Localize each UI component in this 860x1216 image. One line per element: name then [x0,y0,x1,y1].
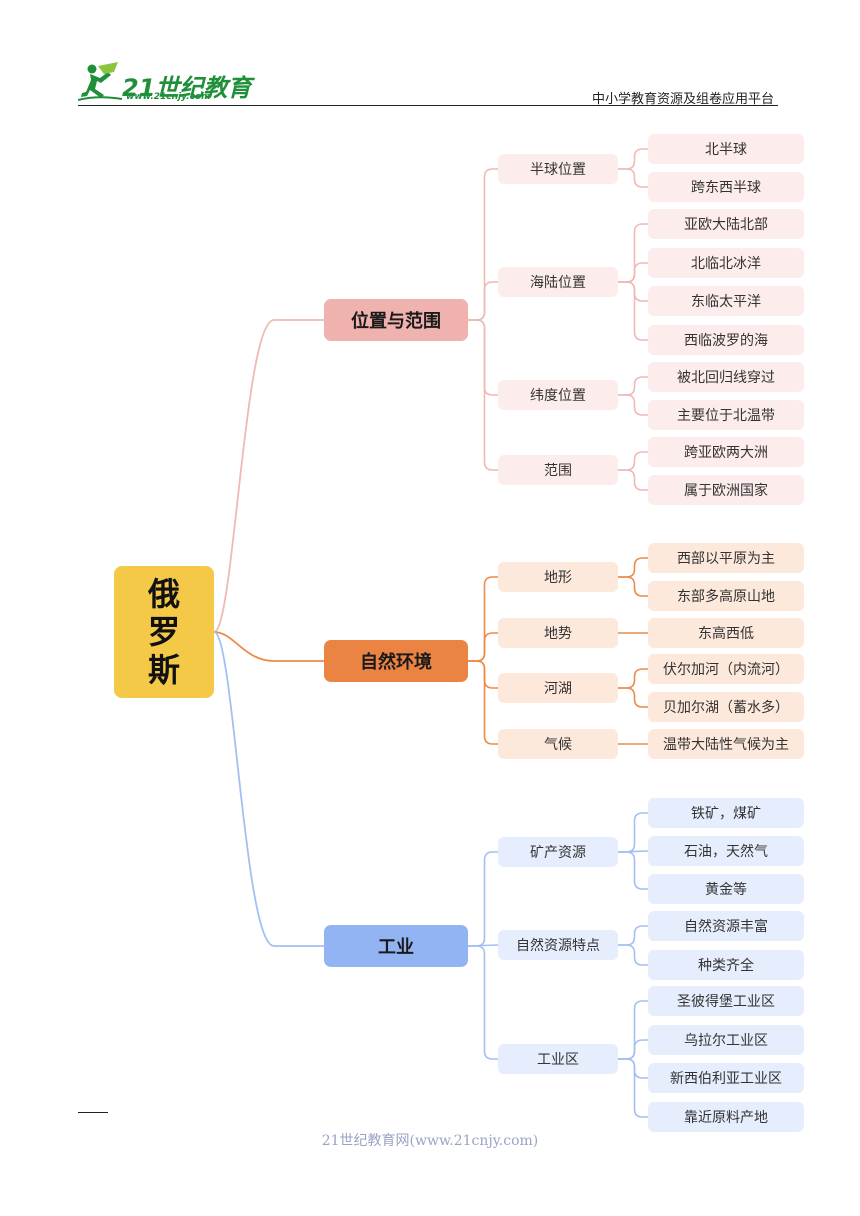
root-branch-connector [213,631,325,662]
sub-leaf-connector [617,851,649,890]
footer-rule [78,1112,108,1113]
sub-leaf-connector [617,451,649,471]
branch-sub-connector [467,319,499,471]
leaf-node: 属于欧洲国家 [648,475,804,505]
sub-terrain: 地形 [498,562,618,592]
runner-logo-icon [78,62,123,101]
sub-leaf-connector [617,557,649,578]
leaf-node: 伏尔加河（内流河） [648,654,804,684]
leaf-node: 靠近原料产地 [648,1102,804,1132]
sub-leaf-connector [617,148,649,170]
leaf-node: 温带大陆性气候为主 [648,729,804,759]
leaf-node: 主要位于北温带 [648,400,804,430]
sub-resource-features: 自然资源特点 [498,930,618,960]
logo-url: www.21cnjy.com [126,92,211,102]
sub-leaf-connector [617,925,649,946]
sub-leaf-connector [617,687,649,708]
sub-latitude-position: 纬度位置 [498,380,618,410]
leaf-node: 西部以平原为主 [648,543,804,573]
branch-sub-connector [467,660,499,745]
logo-text: 21世纪教育 [122,74,252,102]
sub-leaf-connector [617,1058,649,1118]
sub-leaf-connector [617,223,649,283]
footer-text: 21世纪教育网(www.21cnjy.com) [321,1133,539,1149]
sub-leaf-connector [617,1039,649,1060]
leaf-node: 东临太平洋 [648,286,804,316]
sub-leaf-connector [617,168,649,188]
sub-leaf-connector [617,262,649,283]
root-node: 俄 罗 斯 [114,566,214,698]
sub-leaf-connector [617,1000,649,1060]
platform-title: 中小学教育资源及组卷应用平台 [591,92,774,107]
sub-leaf-connector [617,376,649,396]
leaf-node: 自然资源丰富 [648,911,804,941]
leaf-node: 贝加尔湖（蓄水多） [648,692,804,722]
sub-leaf-connector [617,944,649,966]
leaf-node: 西临波罗的海 [648,325,804,355]
leaf-node: 跨东西半球 [648,172,804,202]
branch-sub-connector [467,576,499,662]
root-char: 俄 [147,575,180,613]
branch-sub-connector [467,851,499,947]
sub-leaf-connector [617,668,649,689]
sub-climate: 气候 [498,729,618,759]
leaf-node: 跨亚欧两大洲 [648,437,804,467]
sub-leaf-connector [617,469,649,491]
branch-sub-connector [467,319,499,396]
leaf-node: 圣彼得堡工业区 [648,986,804,1016]
leaf-node: 新西伯利亚工业区 [648,1063,804,1093]
sub-leaf-connector [617,576,649,597]
leaf-node: 黄金等 [648,874,804,904]
sub-elevation-trend: 地势 [498,618,618,648]
header-divider [78,105,778,106]
sub-range: 范围 [498,455,618,485]
branch-sub-connector [467,945,499,1060]
site-logo: 21世纪教育 www.21cnjy.com [78,62,252,104]
root-char: 斯 [147,651,180,689]
sub-hemisphere-position: 半球位置 [498,154,618,184]
branch-industry: 工业 [324,925,468,967]
branch-sub-connector [467,632,499,662]
sub-industrial-zones: 工业区 [498,1044,618,1074]
sub-leaf-connector [617,394,649,416]
branch-sub-connector [467,168,499,321]
branch-location-range: 位置与范围 [324,299,468,341]
leaf-node: 北临北冰洋 [648,248,804,278]
leaf-node: 乌拉尔工业区 [648,1025,804,1055]
sub-leaf-connector [617,812,649,853]
root-char: 罗 [147,613,180,651]
leaf-node: 东部多高原山地 [648,581,804,611]
leaf-node: 东高西低 [648,618,804,648]
sub-sea-land-position: 海陆位置 [498,267,618,297]
root-branch-connector [213,319,325,633]
branch-sub-connector [467,281,499,321]
sub-mineral-resources: 矿产资源 [498,837,618,867]
leaf-node: 种类齐全 [648,950,804,980]
sub-rivers-lakes: 河湖 [498,673,618,703]
leaf-node: 石油，天然气 [648,836,804,866]
root-branch-connector [213,631,325,947]
sub-leaf-connector [617,281,649,341]
branch-natural-environment: 自然环境 [324,640,468,682]
leaf-node: 被北回归线穿过 [648,362,804,392]
leaf-node: 铁矿，煤矿 [648,798,804,828]
leaf-node: 北半球 [648,134,804,164]
leaf-node: 亚欧大陆北部 [648,209,804,239]
